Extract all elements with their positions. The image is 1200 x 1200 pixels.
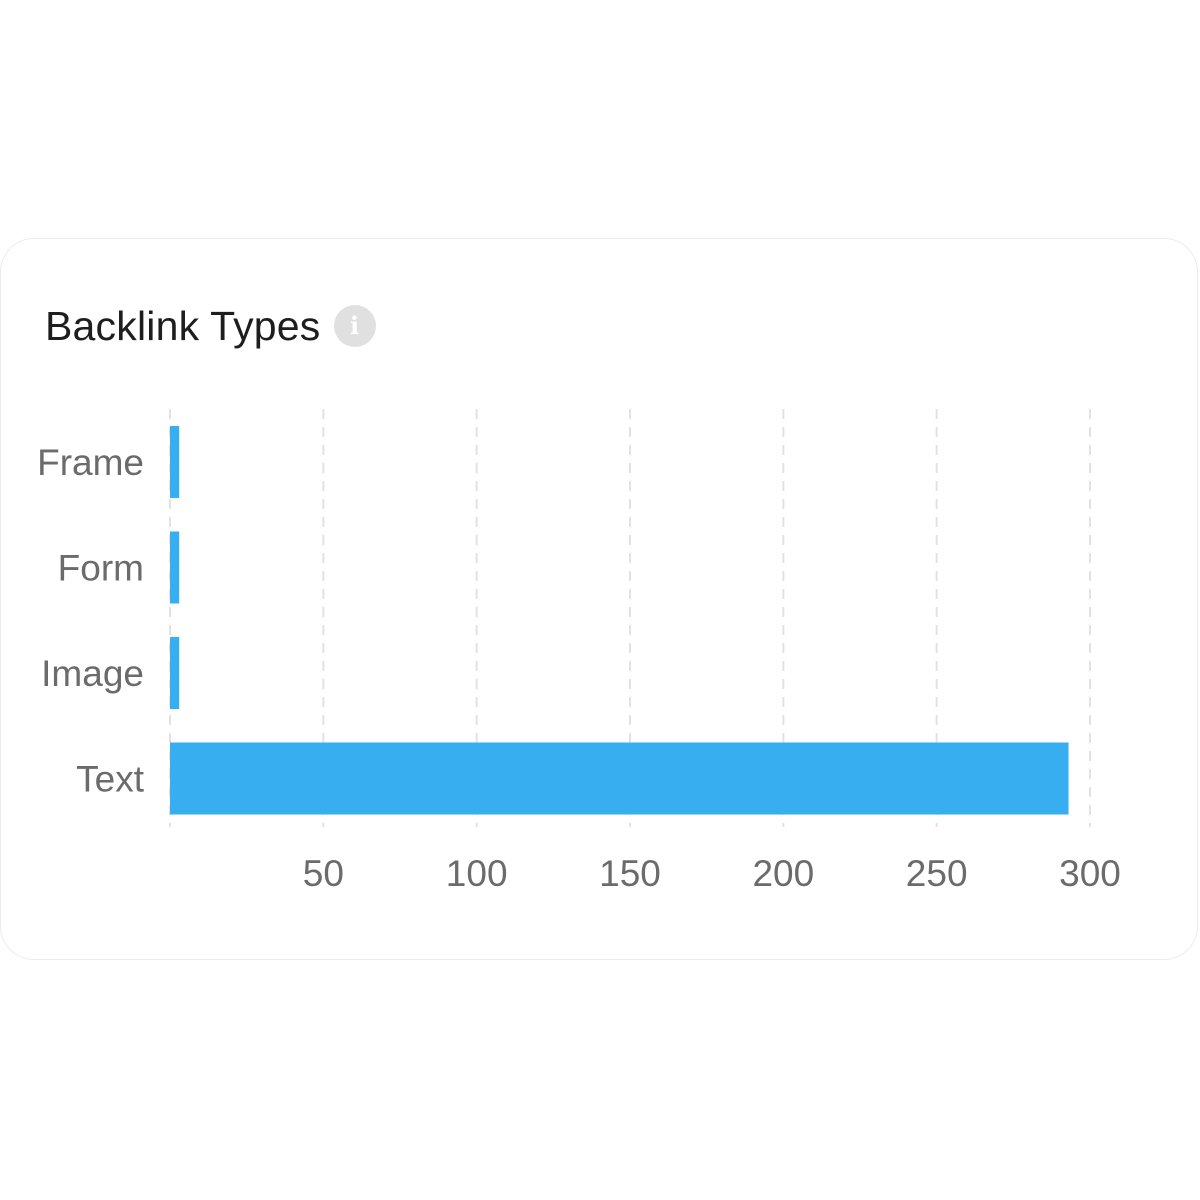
tick-label-layer: 50 100 150 200 250 300 [303, 853, 1121, 894]
x-tick-label: 300 [1059, 853, 1121, 894]
bar-layer [170, 426, 1069, 815]
bar-form[interactable] [170, 531, 180, 604]
category-label-frame: Frame [37, 442, 144, 483]
bar-text[interactable] [170, 742, 1069, 815]
x-tick-label: 50 [303, 853, 344, 894]
info-icon[interactable]: i [333, 305, 376, 347]
category-label-image: Image [41, 653, 144, 694]
card-title: Backlink Types [45, 303, 321, 349]
category-label-form: Form [58, 548, 144, 589]
x-tick-label: 150 [599, 853, 661, 894]
bar-frame[interactable] [170, 426, 180, 498]
x-tick-label: 100 [446, 853, 508, 894]
card-header: Backlink Types i [45, 301, 376, 351]
category-label-text: Text [76, 759, 145, 800]
x-tick-label: 200 [752, 853, 814, 894]
x-tick-label: 250 [906, 853, 968, 894]
bar-image[interactable] [170, 637, 180, 709]
